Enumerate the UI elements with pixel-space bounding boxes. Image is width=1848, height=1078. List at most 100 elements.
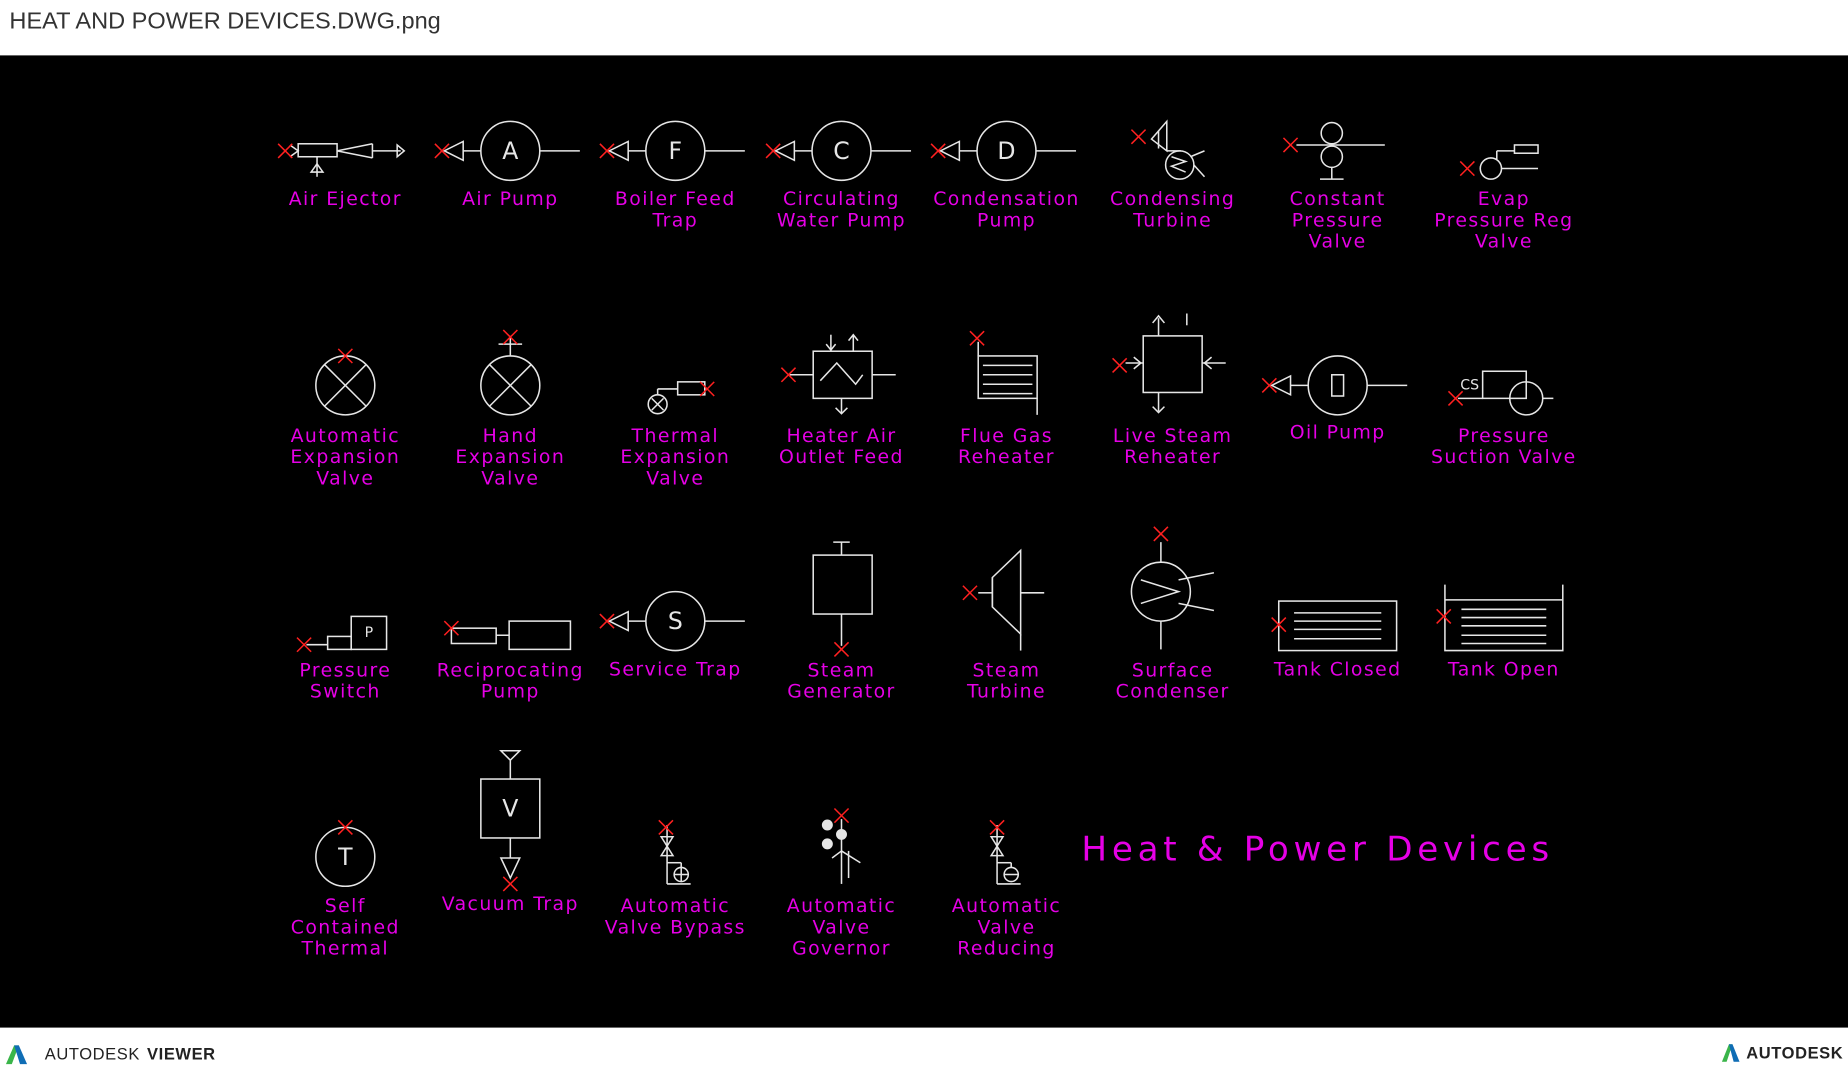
- evap-pressure-reg-valve-symbol[interactable]: [1459, 144, 1539, 180]
- symbol-glyph: P: [365, 625, 374, 641]
- brand-viewer: VIEWER: [147, 1044, 216, 1064]
- self-contained-thermal-symbol[interactable]: T: [315, 819, 376, 888]
- insertion-point-marker: [502, 876, 518, 892]
- autodesk-logo-icon: [1721, 1044, 1740, 1062]
- insertion-point-marker: [969, 330, 985, 346]
- constant-pressure-valve-label: Constant: [1290, 189, 1386, 210]
- pressure-suction-valve-label: Pressure: [1458, 426, 1550, 447]
- condensation-pump-label: Pump: [977, 210, 1036, 231]
- boiler-feed-trap-symbol[interactable]: F: [599, 120, 745, 182]
- service-trap-symbol[interactable]: S: [599, 590, 745, 652]
- circulating-water-pump-symbol[interactable]: C: [765, 120, 912, 182]
- brand-autodesk: AUTODESK: [44, 1044, 140, 1064]
- insertion-point-marker: [296, 637, 312, 653]
- vacuum-trap-symbol[interactable]: V: [480, 749, 541, 892]
- automatic-valve-governor-label: Automatic: [787, 896, 896, 917]
- condensing-turbine-label: Turbine: [1132, 210, 1212, 231]
- hand-expansion-valve-label: Valve: [481, 468, 539, 489]
- insertion-point-marker: [1282, 137, 1299, 153]
- boiler-feed-trap-label: Trap: [651, 210, 698, 231]
- air-ejector-symbol[interactable]: [277, 143, 406, 177]
- insertion-point-marker: [337, 819, 353, 835]
- insertion-point-marker: [599, 143, 615, 159]
- insertion-point-marker: [1459, 160, 1475, 177]
- oil-pump-label: Oil Pump: [1290, 422, 1386, 443]
- self-contained-thermal-label: Self: [325, 896, 366, 917]
- condensation-pump-label: Condensation: [933, 189, 1080, 210]
- air-ejector-label: Air Ejector: [289, 189, 402, 210]
- self-contained-thermal-label: Thermal: [301, 939, 390, 960]
- thermal-expansion-valve-label: Expansion: [620, 447, 730, 468]
- insertion-point-marker: [1153, 526, 1169, 542]
- insertion-point-marker: [1436, 608, 1452, 625]
- heater-air-outlet-feed-symbol[interactable]: [780, 333, 896, 415]
- automatic-valve-governor-label: Governor: [792, 939, 891, 960]
- insertion-point-marker: [502, 329, 518, 345]
- service-trap-label: Service Trap: [609, 659, 742, 680]
- live-steam-reheater-symbol[interactable]: [1112, 313, 1226, 414]
- constant-pressure-valve-symbol[interactable]: [1282, 121, 1385, 180]
- live-steam-reheater-label: Reheater: [1124, 447, 1221, 468]
- symbol-glyph: CS: [1460, 377, 1479, 393]
- insertion-point-marker: [699, 381, 715, 397]
- steam-turbine-label: Turbine: [966, 682, 1046, 703]
- condensing-turbine-label: Condensing: [1110, 189, 1235, 210]
- thermal-expansion-valve-symbol[interactable]: [647, 381, 715, 415]
- insertion-point-marker: [765, 143, 781, 159]
- flue-gas-reheater-symbol[interactable]: [969, 330, 1038, 415]
- automatic-expansion-valve-label: Automatic: [291, 426, 400, 447]
- constant-pressure-valve-label: Valve: [1309, 231, 1367, 252]
- pressure-suction-valve-symbol[interactable]: CS: [1447, 370, 1554, 416]
- steam-generator-symbol[interactable]: [812, 541, 873, 658]
- pressure-switch-label: Switch: [310, 682, 381, 703]
- insertion-point-marker: [833, 641, 850, 658]
- pressure-switch-symbol[interactable]: P: [296, 615, 388, 653]
- insertion-point-marker: [443, 620, 460, 636]
- circulating-water-pump-label: Water Pump: [777, 210, 906, 231]
- insertion-point-marker: [780, 367, 797, 383]
- automatic-valve-bypass-symbol[interactable]: [658, 819, 691, 885]
- surface-condenser-symbol[interactable]: [1130, 526, 1215, 650]
- flue-gas-reheater-label: Reheater: [958, 447, 1055, 468]
- insertion-point-marker: [1130, 129, 1147, 145]
- insertion-point-marker: [962, 585, 978, 601]
- insertion-point-marker: [1447, 390, 1464, 406]
- symbol-glyph: V: [502, 794, 518, 822]
- surface-condenser-label: Condenser: [1116, 682, 1230, 703]
- autodesk-brand-right: AUTODESK: [1720, 1043, 1843, 1062]
- symbol-glyph: S: [668, 607, 683, 635]
- hand-expansion-valve-label: Hand: [483, 426, 538, 447]
- tank-open-symbol[interactable]: [1436, 584, 1564, 652]
- symbol-glyph: T: [337, 843, 353, 871]
- air-pump-symbol[interactable]: A: [434, 120, 580, 182]
- heater-air-outlet-feed-label: Outlet Feed: [779, 447, 904, 468]
- condensing-turbine-symbol[interactable]: [1130, 119, 1206, 180]
- steam-generator-label: Generator: [787, 682, 895, 703]
- tank-open-label: Tank Open: [1447, 659, 1560, 680]
- automatic-expansion-valve-symbol[interactable]: [315, 348, 376, 416]
- steam-turbine-symbol[interactable]: [962, 548, 1045, 651]
- insertion-point-marker: [434, 143, 450, 159]
- evap-pressure-reg-valve-label: Pressure Reg: [1434, 210, 1573, 231]
- hand-expansion-valve-symbol[interactable]: [480, 329, 541, 416]
- automatic-valve-reducing-symbol[interactable]: [989, 819, 1021, 885]
- heater-air-outlet-feed-label: Heater Air: [786, 426, 896, 447]
- vacuum-trap-label: Vacuum Trap: [442, 894, 579, 915]
- reciprocating-pump-label: Reciprocating: [437, 660, 584, 681]
- file-title: HEAT AND POWER DEVICES.DWG.png: [9, 8, 441, 35]
- automatic-valve-governor-symbol[interactable]: [821, 807, 861, 884]
- automatic-expansion-valve-label: Expansion: [290, 447, 400, 468]
- thermal-expansion-valve-label: Thermal: [631, 426, 720, 447]
- hand-expansion-valve-label: Expansion: [455, 447, 565, 468]
- steam-turbine-label: Steam: [973, 660, 1041, 681]
- oil-pump-symbol[interactable]: [1261, 355, 1408, 416]
- reciprocating-pump-symbol[interactable]: [443, 620, 572, 651]
- condensation-pump-symbol[interactable]: D: [930, 120, 1077, 182]
- air-pump-label: Air Pump: [462, 189, 558, 210]
- tank-closed-symbol[interactable]: [1271, 600, 1398, 652]
- automatic-valve-reducing-label: Valve: [977, 917, 1035, 938]
- insertion-point-marker: [1112, 357, 1128, 373]
- insertion-point-marker: [277, 143, 293, 159]
